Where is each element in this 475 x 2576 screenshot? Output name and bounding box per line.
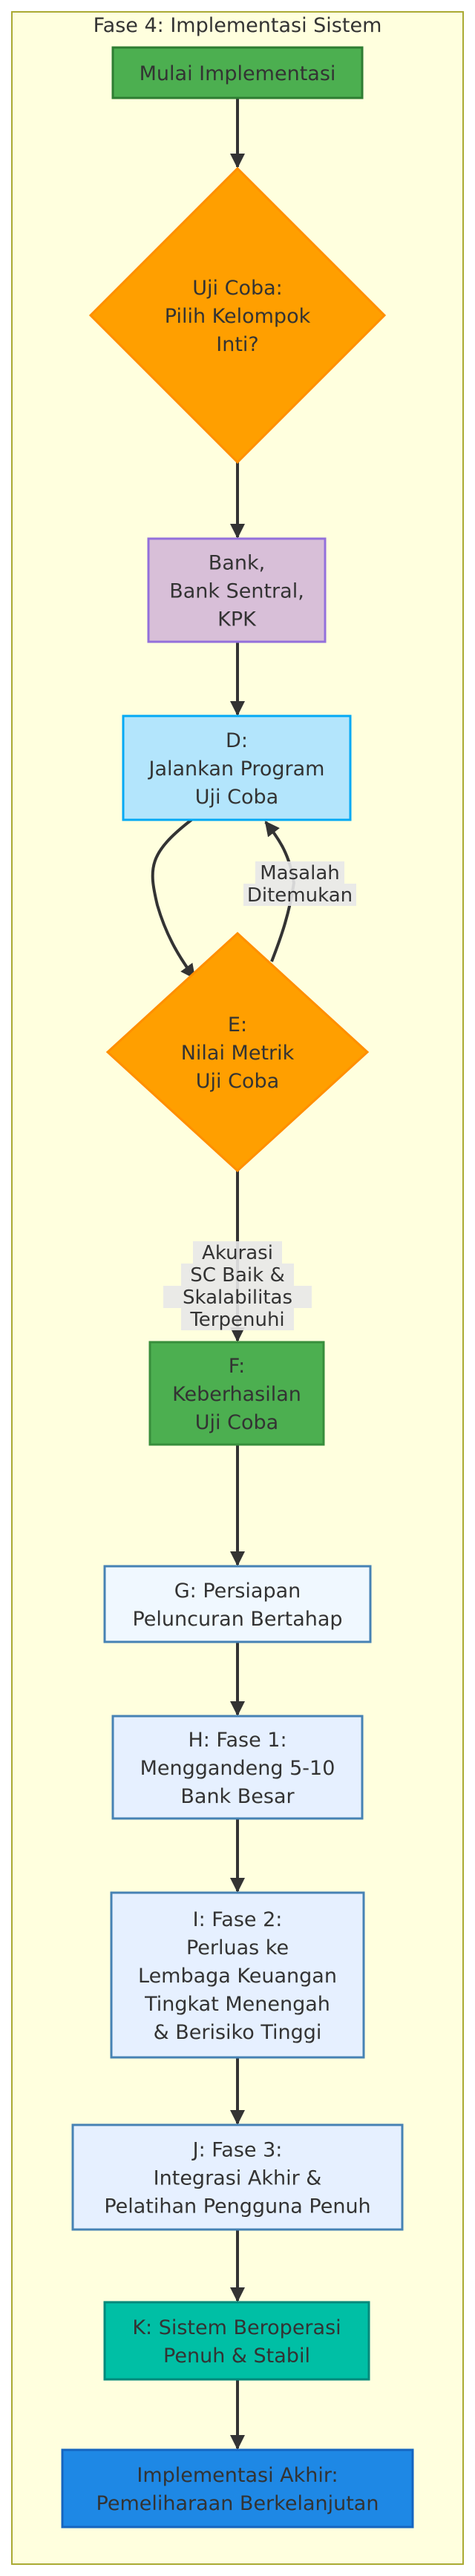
node-final: Implementasi Akhir: Pemeliharaan Berkelan… <box>61 2448 414 2529</box>
edge-label-text: Akurasi <box>202 1242 273 1264</box>
node-box <box>110 1891 365 2059</box>
node-label: Bank, <box>209 552 265 575</box>
edge-label-text: SC Baik & <box>190 1264 285 1287</box>
node-label: Keberhasilan <box>172 1383 301 1406</box>
node-box <box>111 46 364 99</box>
node-label: Uji Coba <box>195 1411 278 1434</box>
node-label: Penuh & Stabil <box>163 2345 310 2368</box>
node-label: Bank Besar <box>180 1785 295 1808</box>
node-box <box>148 1341 325 1446</box>
node-label: J: Fase 3: <box>191 2139 283 2162</box>
node-label: Pelatihan Pengguna Penuh <box>104 2195 370 2218</box>
node-label: I: Fase 2: <box>193 1908 283 1931</box>
node-label: Integrasi Akhir & <box>154 2167 322 2190</box>
cluster-title: Fase 4: Implementasi Sistem <box>94 14 382 37</box>
node-I: I: Fase 2: Perluas ke Lembaga KeuanganTing… <box>110 1891 365 2059</box>
node-label: Bank Sentral, <box>169 580 304 603</box>
node-label: Pilih Kelompok <box>165 305 311 328</box>
node-label: Jalankan Program <box>148 758 325 781</box>
node-box <box>103 2301 370 2381</box>
node-label: KPK <box>217 608 257 631</box>
node-label: Tingkat Menengah <box>144 1993 330 2016</box>
node-box <box>111 1715 364 1820</box>
node-label: Menggandeng 5-10 <box>140 1757 335 1780</box>
edge-label-text: Skalabilitas <box>183 1287 292 1309</box>
node-label: F: <box>229 1355 246 1378</box>
node-label: Inti? <box>216 333 259 356</box>
node-start: Mulai Implementasi <box>111 46 364 99</box>
node-J: J: Fase 3: Integrasi Akhir & Pelatihan Pen… <box>71 2123 404 2231</box>
node-label: Peluncuran Bertahap <box>132 1608 342 1631</box>
node-label: G: Persiapan <box>174 1580 301 1603</box>
node-label: D: <box>226 729 248 752</box>
node-label: Implementasi Akhir: <box>137 2464 338 2487</box>
node-box <box>103 1565 372 1643</box>
node-label: Uji Coba <box>195 786 278 809</box>
decision-diamond <box>105 931 370 1173</box>
edge-label-text: Ditemukan <box>247 884 353 907</box>
node-label: Uji Coba: <box>192 277 283 300</box>
node-label: Perluas ke <box>186 1936 289 1959</box>
node-label: Uji Coba <box>196 1070 279 1093</box>
node-box <box>61 2448 414 2529</box>
node-bank: Bank, Bank Sentral, KPK <box>147 537 327 643</box>
node-label: K: Sistem Beroperasi <box>132 2316 341 2339</box>
node-label: H: Fase 1: <box>188 1729 286 1752</box>
edge-d-e <box>151 818 196 979</box>
edge-label-text: Terpenuhi <box>189 1309 284 1331</box>
node-label: Lembaga Keuangan <box>138 1965 337 1988</box>
node-box <box>122 714 352 821</box>
edge-label-text: Masalah <box>260 862 339 884</box>
decision-diamond <box>88 166 387 464</box>
node-box <box>147 537 327 643</box>
node-label: Mulai Implementasi <box>140 62 336 85</box>
node-label: Nilai Metrik <box>181 1042 295 1065</box>
node-box <box>71 2123 404 2231</box>
node-label: Pemeliharaan Berkelanjutan <box>96 2492 379 2515</box>
node-label: E: <box>228 1013 247 1036</box>
node-label: & Berisiko Tinggi <box>154 2021 322 2044</box>
